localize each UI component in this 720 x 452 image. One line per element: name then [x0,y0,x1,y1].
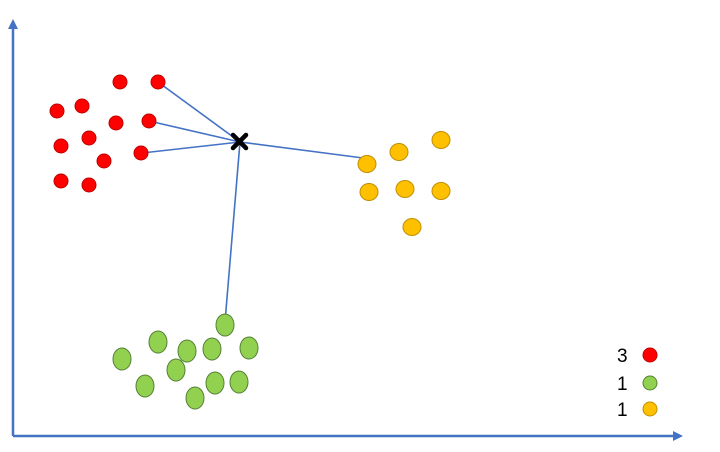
legend-count-green: 1 [617,374,628,395]
red-point [112,74,128,90]
legend-green-icon [642,375,658,391]
red-point [81,130,97,146]
red-point [96,153,112,169]
red-point [133,145,149,161]
green-point [177,339,197,363]
green-point [239,336,259,360]
red-point [53,173,69,189]
orange-point [357,155,377,173]
red-point [150,74,166,90]
connector-line [148,120,241,143]
connector-line [141,141,241,154]
connector-line [224,141,241,323]
neighbor-connectors [141,81,364,323]
green-point [229,370,249,394]
green-point [205,371,225,395]
green-point [166,358,186,382]
green-point [215,313,235,337]
orange-cluster [357,131,451,236]
green-cluster [112,313,259,410]
connector-line [239,141,364,159]
orange-point [395,180,415,198]
red-point [141,113,157,129]
red-point [53,138,69,154]
orange-point [389,143,409,161]
legend-red-icon [642,347,658,363]
green-point [112,347,132,371]
green-point [135,374,155,398]
orange-point [359,183,379,201]
red-point [74,98,90,114]
legend: 3 1 1 [617,346,658,421]
query-point-cross-icon [230,132,249,151]
orange-point [402,218,422,236]
legend-count-red: 3 [617,346,628,367]
green-point [185,386,205,410]
red-point [49,103,65,119]
legend-count-orange: 1 [617,400,628,421]
green-point [148,330,168,354]
red-point [81,177,97,193]
connector-line [157,81,241,143]
orange-point [431,182,451,200]
red-cluster [49,74,166,193]
legend-orange-icon [642,401,658,417]
green-point [202,337,222,361]
orange-point [431,131,451,149]
red-point [108,115,124,131]
